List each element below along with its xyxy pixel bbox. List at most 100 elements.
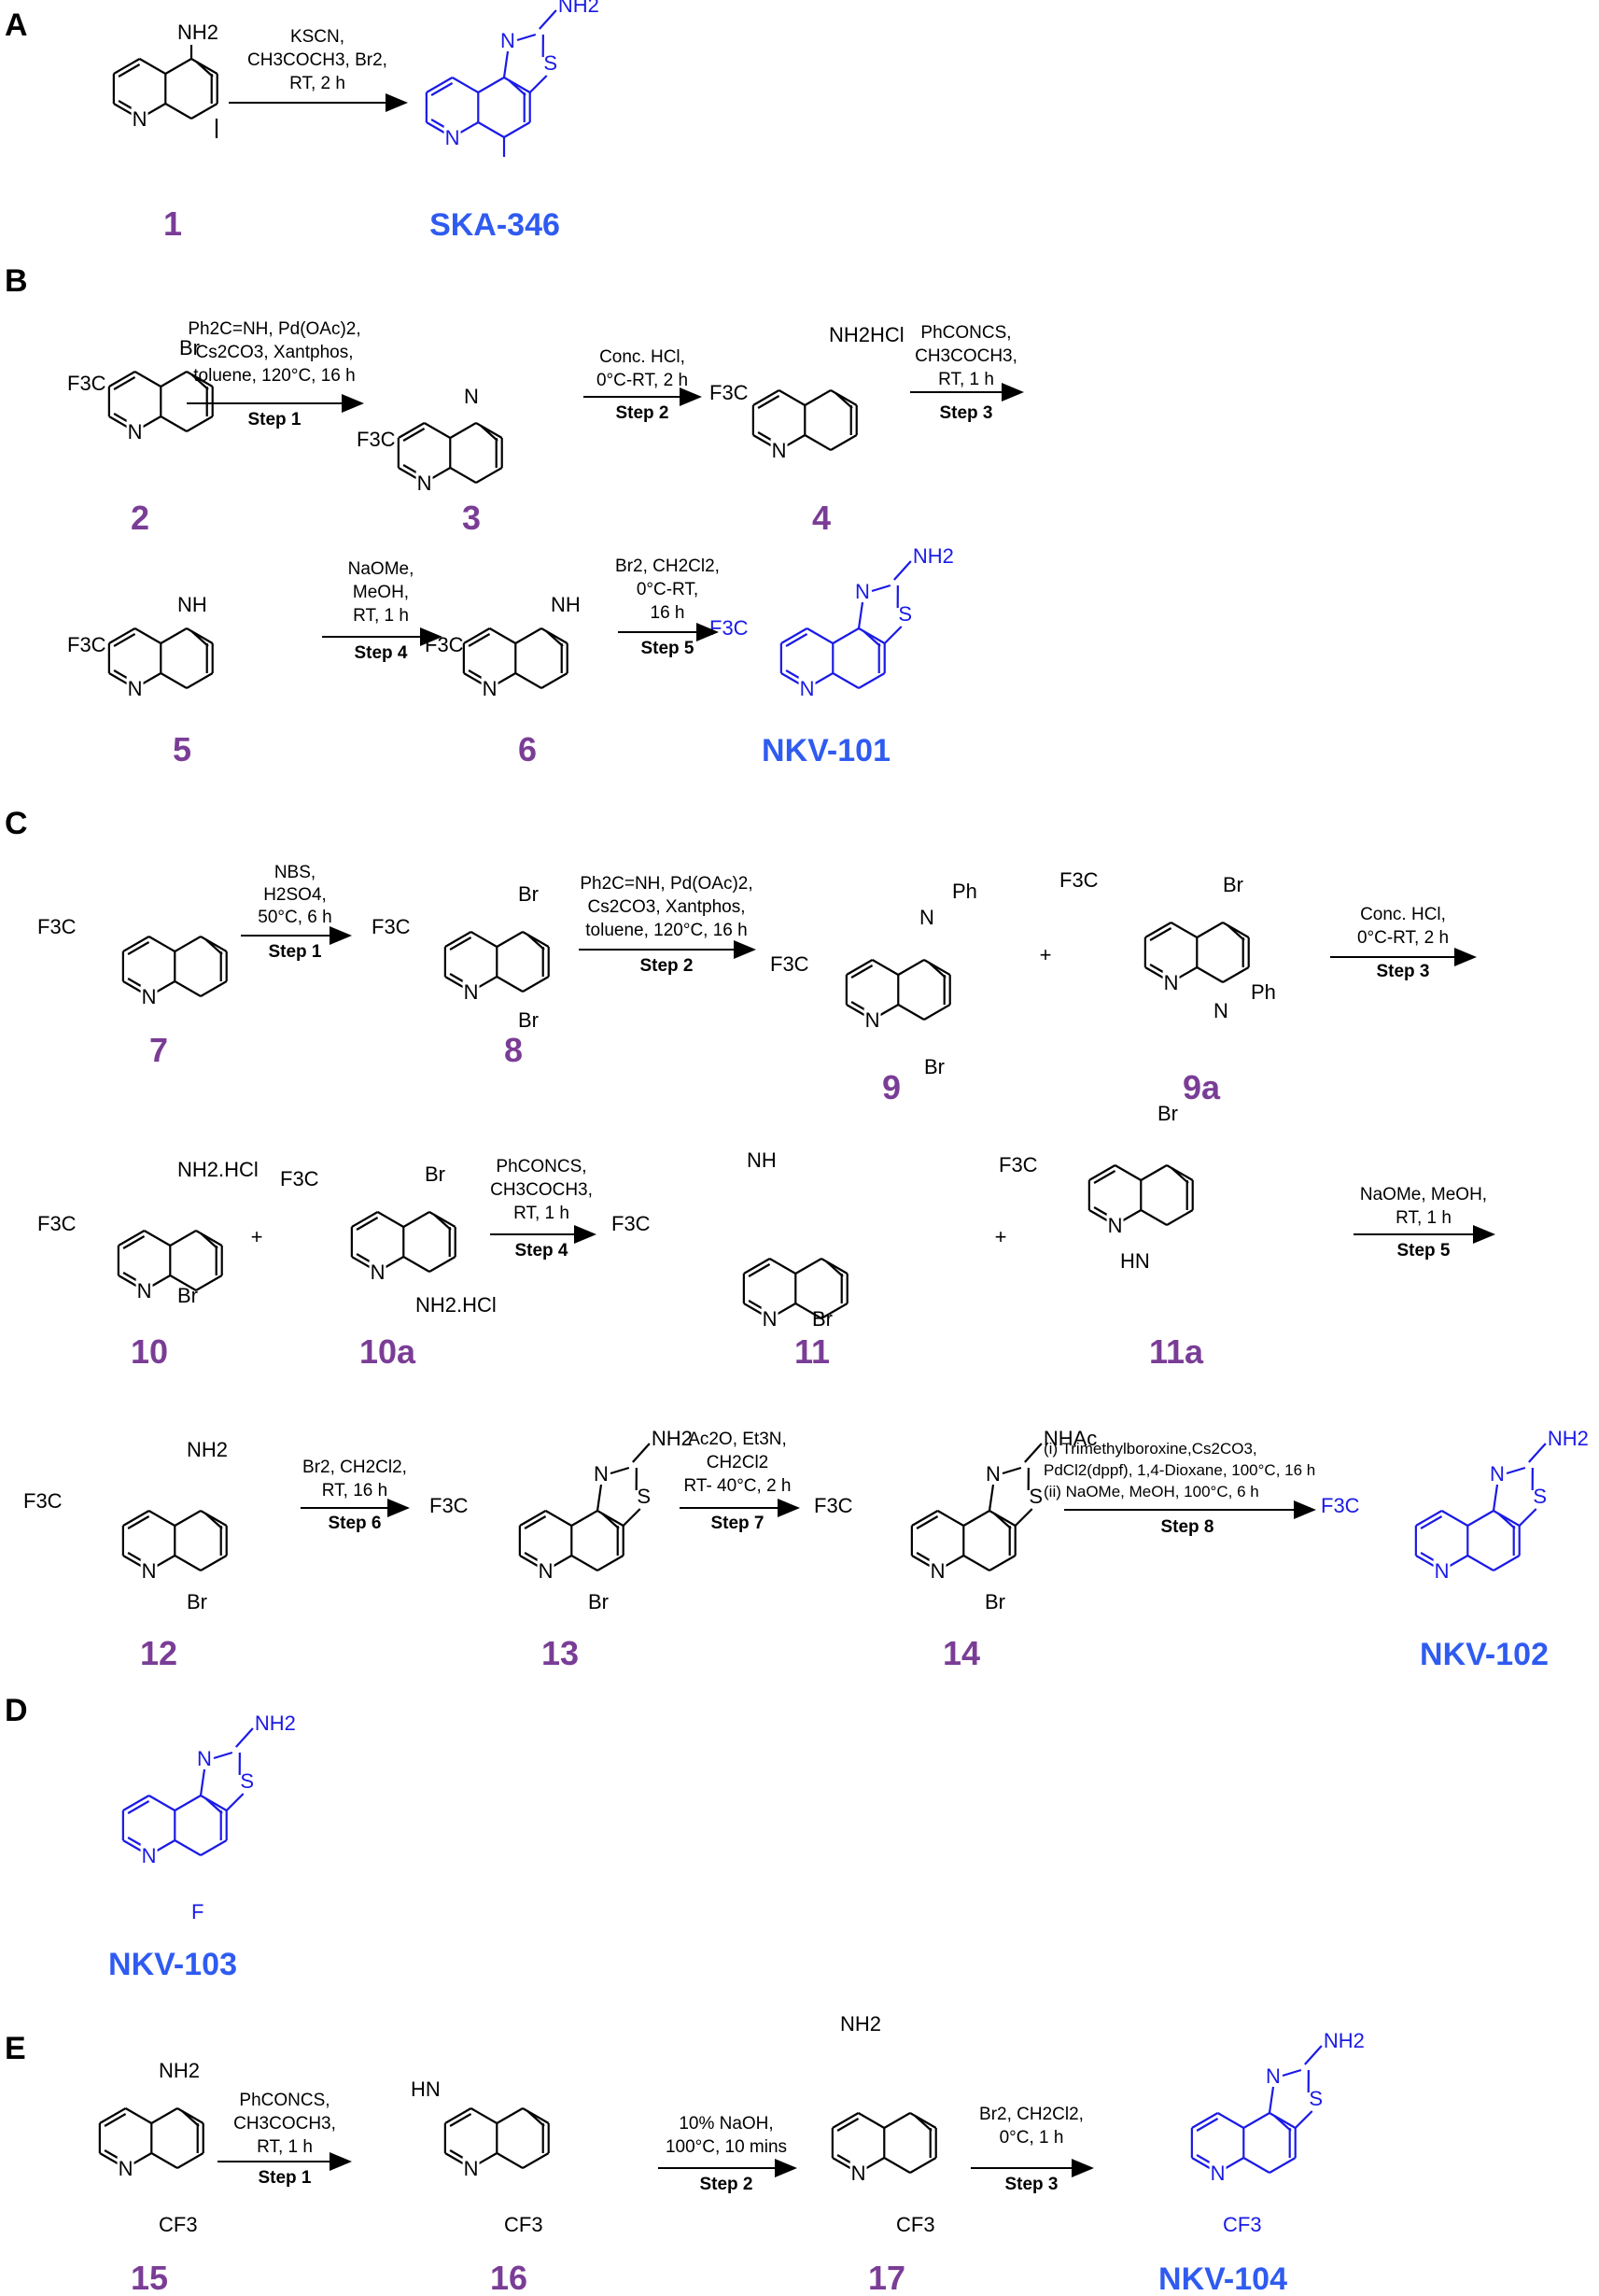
bond: [570, 1555, 598, 1571]
bond: [858, 2112, 885, 2129]
bond: [883, 2112, 911, 2129]
atom-label: F3C: [429, 1494, 469, 1517]
bond: [962, 1510, 990, 1527]
atom-label: F3C: [709, 381, 749, 404]
bond: [430, 82, 454, 96]
atom-label: N: [1490, 1462, 1505, 1486]
reaction-condition: Br2, CH2Cl2,: [302, 1458, 407, 1477]
bond: [122, 1235, 146, 1249]
bond: [545, 1510, 572, 1527]
atom-label: N: [763, 1307, 778, 1331]
bond: [235, 1727, 254, 1748]
atom-label: N: [464, 2157, 479, 2180]
bond: [195, 1230, 223, 1247]
bond: [807, 627, 834, 644]
bond: [1282, 2068, 1302, 2078]
reaction-condition: Cs2CO3, Xantphos,: [196, 343, 354, 362]
atom-label: N: [464, 385, 479, 408]
bond: [769, 1258, 796, 1275]
bond: [1441, 1510, 1468, 1527]
bond: [545, 630, 564, 647]
bond: [122, 936, 150, 952]
reaction-condition: H2SO4,: [263, 885, 327, 905]
compound-number: 3: [462, 499, 481, 537]
atom-label: N: [1211, 2162, 1226, 2185]
atom-label: N: [855, 580, 870, 603]
reaction-condition: RT, 1 h: [513, 1204, 569, 1223]
atom-label: N: [851, 2162, 866, 2185]
bond: [516, 33, 537, 42]
bond: [1528, 1443, 1547, 1463]
atom-label-mask: [849, 2162, 867, 2182]
bond: [174, 936, 202, 952]
bond: [186, 672, 214, 689]
bond: [825, 1261, 844, 1277]
atom-label: S: [898, 602, 912, 626]
bond: [164, 58, 192, 75]
section-label-d: D: [5, 1693, 28, 1728]
atom-label-mask: [126, 677, 144, 697]
bond: [186, 416, 214, 432]
atom-label: Br: [812, 1307, 833, 1331]
reaction-condition: RT, 2 h: [289, 74, 345, 93]
atom-label: NH2: [840, 2012, 881, 2035]
reaction-condition: NaOMe, MeOH,: [1360, 1185, 1487, 1204]
atom-label-mask: [131, 107, 148, 128]
bond: [496, 2107, 524, 2124]
bond: [144, 1230, 171, 1247]
atom-label: S: [543, 51, 557, 75]
compound-number: 7: [149, 1031, 168, 1069]
atom-label: F3C: [709, 616, 749, 640]
reaction-condition: 0°C-RT,: [637, 580, 698, 599]
bond: [1420, 1515, 1443, 1529]
reaction-condition: CH3COCH3, Br2,: [247, 50, 387, 70]
atom-label: Br: [588, 1590, 609, 1613]
bond: [1171, 1167, 1189, 1184]
product-label: SKA-346: [429, 207, 560, 243]
atom-label-mask: [761, 1307, 778, 1328]
bond: [821, 1303, 849, 1319]
bond: [909, 2157, 937, 2174]
bond: [1493, 1555, 1521, 1571]
bond: [164, 103, 192, 120]
atom-label: N: [772, 439, 787, 462]
atom-label: N: [417, 472, 432, 495]
bond: [526, 934, 545, 951]
reaction-condition: 0°C-RT, 2 h: [596, 371, 688, 390]
bond: [508, 79, 526, 96]
atom-label: S: [240, 1769, 254, 1793]
bond: [785, 633, 808, 647]
bond: [99, 2107, 127, 2124]
bond: [1222, 922, 1250, 938]
bond: [190, 58, 218, 75]
bond: [190, 103, 218, 120]
reaction-condition: Conc. HCl,: [1360, 905, 1446, 924]
reaction-condition: CH3COCH3,: [490, 1180, 593, 1200]
bond: [176, 2152, 204, 2169]
atom-label-mask: [863, 1008, 881, 1029]
bond: [108, 371, 136, 387]
bond: [204, 1513, 223, 1529]
atom-label: HN: [1120, 1249, 1150, 1273]
bond: [872, 959, 899, 976]
step-label: Step 4: [354, 643, 407, 663]
bond: [174, 1555, 202, 1571]
bond: [475, 467, 503, 484]
atom-label: F3C: [1059, 868, 1099, 892]
bond: [1196, 966, 1224, 983]
bond: [125, 2107, 152, 2124]
step-label: Step 5: [640, 639, 694, 658]
atom-label: Br: [425, 1162, 445, 1186]
reaction-condition: 50°C, 6 h: [258, 908, 331, 927]
bond: [134, 627, 161, 644]
bond: [139, 58, 166, 75]
bond: [883, 626, 903, 644]
section-label-a: A: [5, 7, 28, 43]
bond: [911, 1510, 939, 1527]
bond: [1196, 922, 1224, 938]
bond: [213, 1751, 233, 1760]
atom-label: N: [539, 1559, 554, 1583]
atom-label: CF3: [159, 2213, 198, 2236]
reaction-condition: MeOH,: [353, 583, 409, 602]
bond: [962, 1555, 990, 1571]
